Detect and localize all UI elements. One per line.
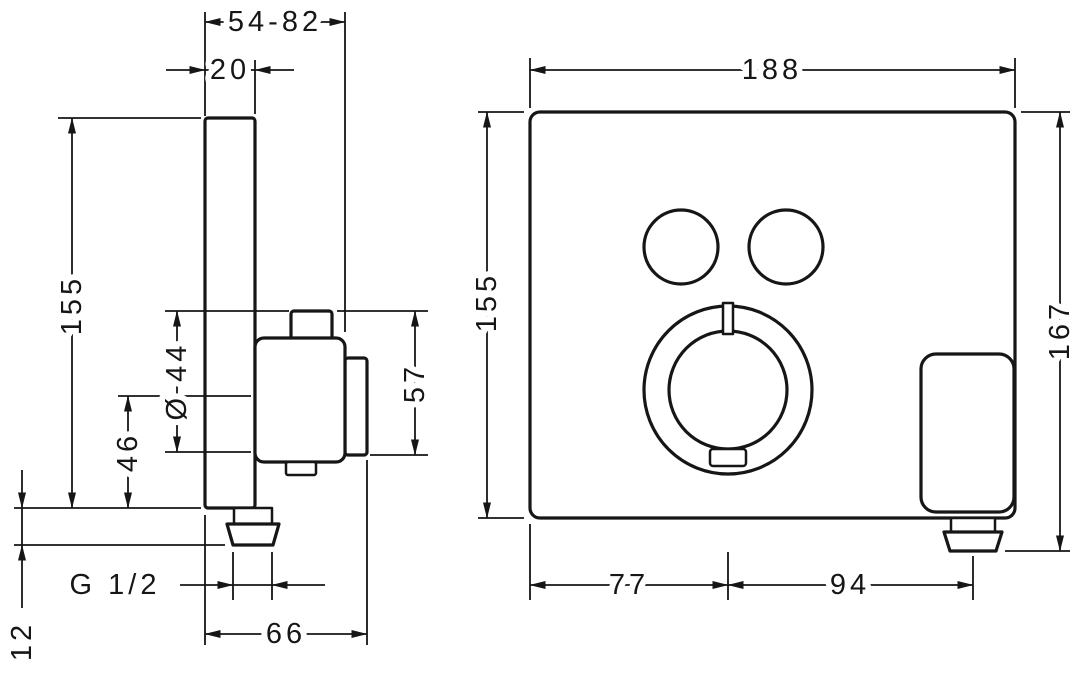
- side-view: [203, 116, 369, 547]
- side-wall-plate: [203, 116, 257, 510]
- front-outlet-holder: [919, 352, 1016, 514]
- side-handle-front-step: [343, 356, 369, 457]
- dim-label-outlet-drop: 12: [6, 621, 38, 661]
- extension-lines: [14, 12, 1070, 645]
- dimension-lines: [18, 18, 1064, 638]
- side-body-nub: [284, 460, 318, 477]
- dim-label-overall-height: 167: [1044, 300, 1076, 360]
- side-outlet-neck: [232, 506, 274, 526]
- front-handle-bottom-tab: [708, 447, 748, 468]
- front-handle-top-marker: [721, 301, 735, 336]
- front-select-button-left: [642, 208, 720, 286]
- dim-label-plate-width: 188: [742, 54, 802, 86]
- front-outlet-neck: [949, 516, 997, 534]
- dim-label-handle-center: 77: [609, 569, 649, 601]
- dim-label-thread: G 1/2: [70, 569, 161, 601]
- front-outlet-nut: [942, 530, 1004, 553]
- side-outlet-nut: [225, 522, 281, 547]
- dim-label-handle-depth: 57: [399, 363, 431, 403]
- dim-label-plate-thickness: 20: [210, 54, 250, 86]
- dim-label-plate-height-front: 155: [471, 272, 503, 332]
- dim-label-overall-depth: 66: [266, 618, 306, 650]
- side-valve-body: [253, 336, 347, 464]
- front-select-button-right: [747, 208, 825, 286]
- front-view: [528, 110, 1017, 553]
- dim-label-body-diameter: Ø 44: [161, 342, 193, 421]
- dim-label-depth-range: 54-82: [228, 6, 322, 38]
- dim-label-outlet-center: 94: [830, 569, 870, 601]
- dim-label-center-height: 46: [112, 432, 144, 472]
- front-handle-inner-ring: [667, 329, 789, 451]
- dim-label-plate-height-side: 155: [56, 275, 88, 335]
